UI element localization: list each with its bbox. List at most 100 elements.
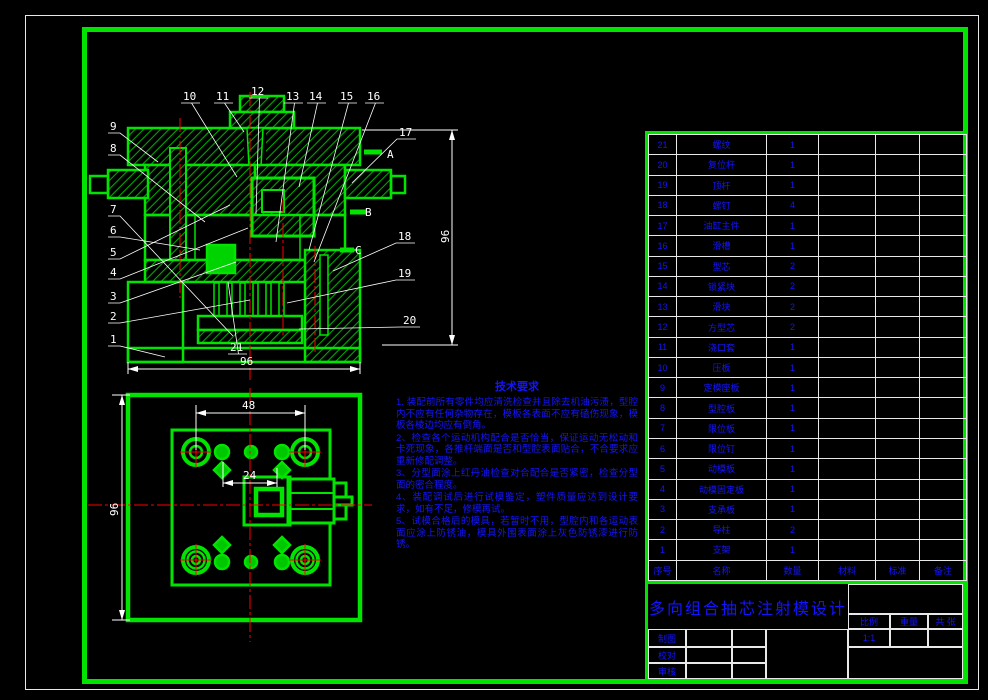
table-cell: [919, 458, 967, 480]
table-cell: [875, 437, 920, 460]
table-cell: 1: [766, 478, 819, 500]
table-cell: 1: [766, 133, 819, 156]
table-cell: [818, 194, 876, 217]
table-cell: [818, 235, 876, 257]
balloon-label: 2: [110, 310, 117, 323]
table-cell: [919, 437, 967, 460]
table-cell: 滑块: [676, 296, 767, 318]
table-cell: [919, 296, 967, 318]
table-cell: [818, 275, 876, 298]
dim-plan-top: 48: [242, 399, 255, 412]
table-cell: [875, 296, 920, 318]
technical-notes-body: 1. 装配前所有零件均应清洗检查并且除去机油污渍，型腔内不应有任何杂物存在，模板…: [396, 397, 638, 551]
title-block-blank: [848, 584, 963, 614]
table-cell: [818, 397, 876, 419]
balloon-label: 8: [110, 142, 117, 155]
table-cell: [818, 133, 876, 156]
table-cell: 7: [648, 417, 677, 439]
auditor-date: [732, 663, 766, 679]
table-cell: 2: [766, 296, 819, 318]
table-cell: [875, 377, 920, 399]
auditor-label: 审核: [648, 663, 686, 679]
table-cell: 10: [648, 356, 677, 379]
table-cell: 1: [766, 539, 819, 561]
table-cell: 型芯: [676, 255, 767, 277]
table-cell: 定模座板: [676, 377, 767, 399]
table-cell: 限位钉: [676, 437, 767, 460]
table-cell: 1: [766, 417, 819, 439]
table-cell: 浇口套: [676, 336, 767, 358]
table-cell: 2: [766, 255, 819, 277]
table-cell: [875, 235, 920, 257]
technical-note-item: 1. 装配前所有零件均应清洗检查并且除去机油污渍，型腔内不应有任何杂物存在，模板…: [396, 397, 638, 431]
checker-label: 校对: [648, 647, 686, 663]
table-cell: [818, 336, 876, 358]
table-cell: [818, 377, 876, 399]
table-cell: 顶杆: [676, 174, 767, 196]
balloon-label: 11: [216, 90, 229, 103]
leader-line: [108, 204, 231, 260]
table-cell: [919, 133, 967, 156]
table-cell: 4: [766, 194, 819, 217]
table-cell: [875, 154, 920, 176]
title-block-blank: [766, 629, 848, 679]
table-cell: [875, 478, 920, 500]
column-header: 序号: [648, 559, 677, 582]
table-cell: 1: [648, 539, 677, 561]
table-cell: [875, 194, 920, 217]
table-cell: 16: [648, 235, 677, 257]
dim-section-width: 96: [240, 355, 253, 368]
table-cell: 1: [766, 437, 819, 460]
table-cell: 15: [648, 255, 677, 277]
table-cell: 支承板: [676, 498, 767, 521]
table-cell: 11: [648, 336, 677, 358]
table-cell: 2: [766, 275, 819, 298]
plan-view: [125, 392, 363, 623]
table-cell: 8: [648, 397, 677, 419]
title-block: 多向组合抽芯注射模设计 比例 重量 共 张 1:1 制图 校对 审核: [645, 581, 963, 679]
plan-dimensions: 48 24 96: [108, 394, 306, 621]
leader-line: [108, 132, 159, 163]
technical-notes-title: 技术要求: [495, 381, 539, 393]
leader-line: [108, 345, 166, 358]
table-cell: 2: [766, 316, 819, 338]
table-cell: 1: [766, 498, 819, 521]
table-cell: 1: [766, 458, 819, 480]
leader-line: [332, 242, 415, 272]
table-cell: 6: [648, 437, 677, 460]
leader-line: [286, 279, 415, 304]
table-cell: [875, 255, 920, 277]
balloon-label: 21: [230, 341, 243, 354]
table-cell: [875, 215, 920, 237]
table-cell: [818, 458, 876, 480]
balloon-label: 19: [398, 267, 411, 280]
column-header: 备注: [919, 559, 967, 582]
table-cell: 13: [648, 296, 677, 318]
section-view: [88, 94, 407, 364]
leader-line: [227, 281, 247, 355]
table-cell: 1: [766, 397, 819, 419]
technical-note-item: 3、分型面涂上红丹油检查对合配合是否紧密，检查分型面的密合程度。: [396, 468, 638, 491]
table-cell: 导柱: [676, 519, 767, 541]
table-cell: 支架: [676, 539, 767, 561]
leader-line: [313, 102, 384, 263]
table-cell: 复位杆: [676, 154, 767, 176]
table-cell: 1: [766, 154, 819, 176]
table-cell: 1: [766, 377, 819, 399]
table-cell: 方型芯: [676, 316, 767, 338]
table-cell: [875, 417, 920, 439]
table-cell: 动模固定板: [676, 478, 767, 500]
section-dimensions: 96 96: [127, 129, 458, 374]
table-cell: [919, 539, 967, 561]
drawing-title: 多向组合抽芯注射模设计: [648, 600, 847, 618]
table-cell: [818, 519, 876, 541]
